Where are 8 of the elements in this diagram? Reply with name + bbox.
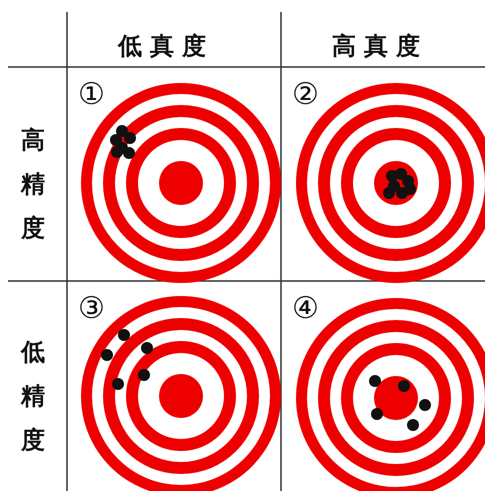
panel-number: ③	[78, 294, 105, 324]
row-header: 高精度	[20, 125, 46, 244]
column-header: 高真度	[332, 31, 428, 62]
panel-number: ①	[78, 80, 105, 110]
row-header: 低精度	[20, 337, 46, 456]
panel-number: ②	[292, 80, 319, 110]
column-header: 低真度	[118, 31, 214, 62]
panel-number: ④	[292, 294, 319, 324]
